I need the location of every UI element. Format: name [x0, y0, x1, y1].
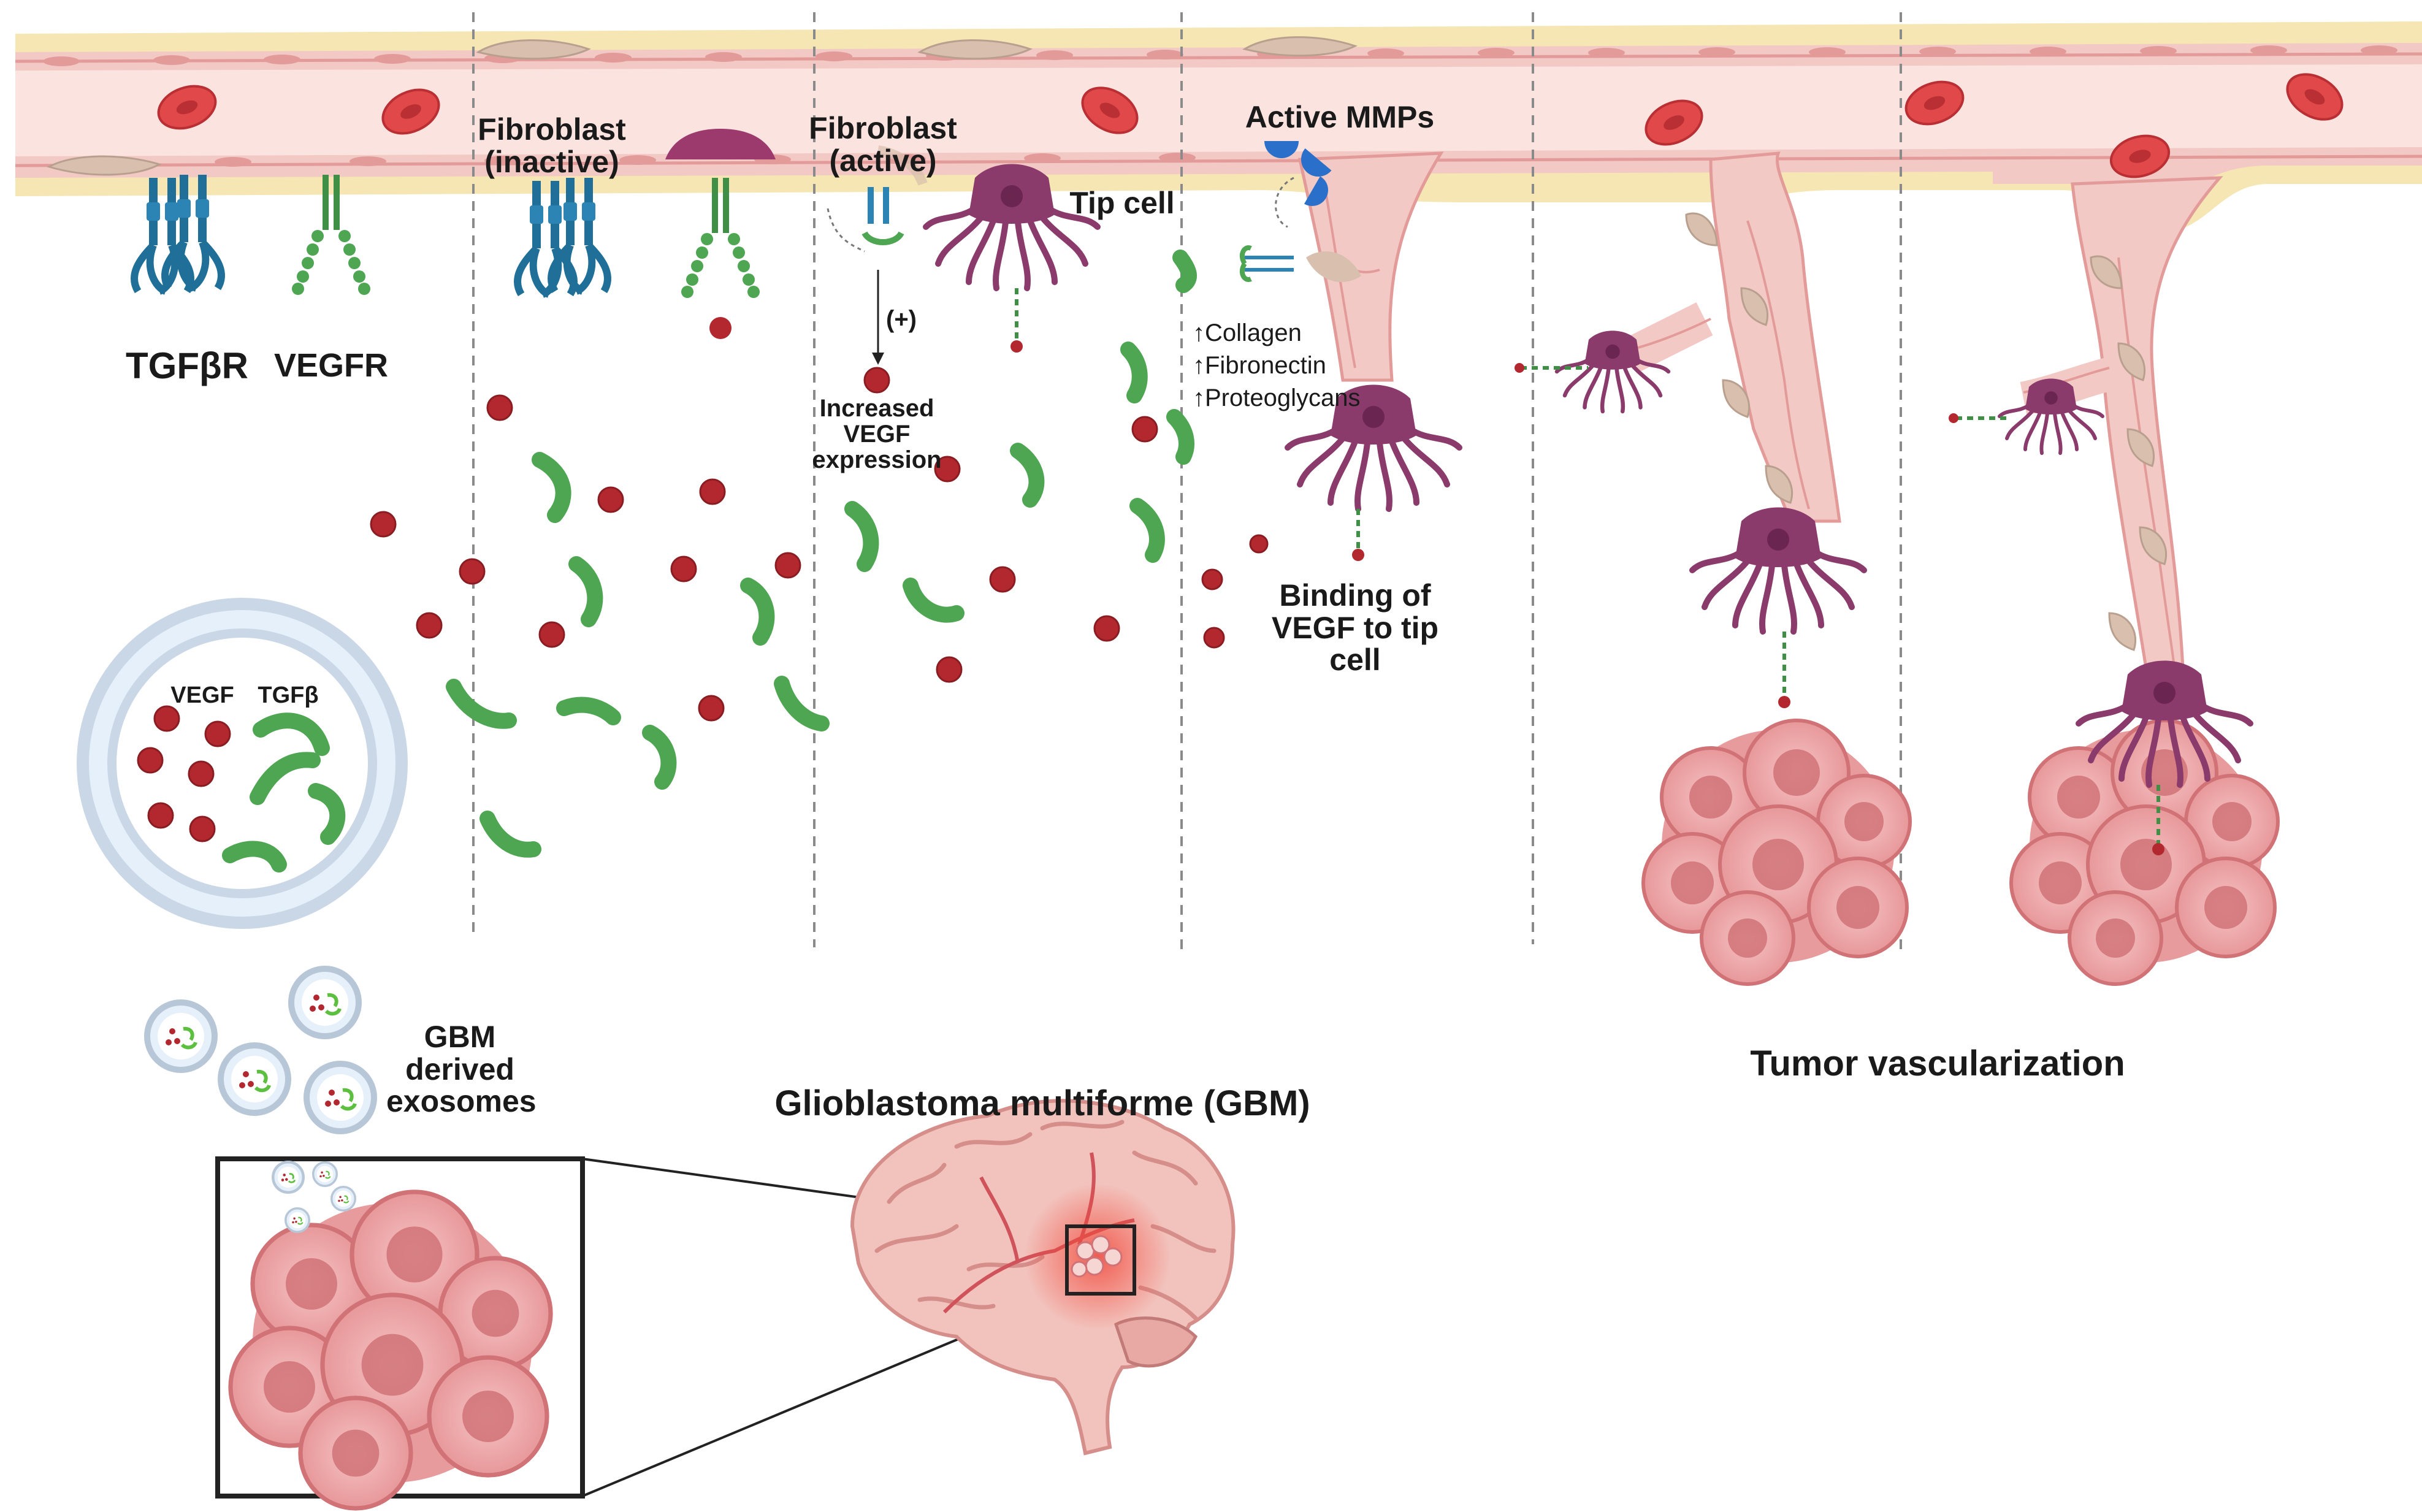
tgfbr-receptor-stage2 — [518, 178, 608, 294]
tumor-inset — [215, 1156, 585, 1508]
tgfbr-label: TGFβR — [126, 345, 248, 386]
collagen-label: ↑Collagen — [1193, 319, 1302, 346]
plus-label: (+) — [886, 306, 917, 333]
vessel-branch-stage5 — [1515, 151, 1910, 984]
increased-vegf-label: Increased VEGF expression — [812, 395, 942, 473]
blood-vessel — [15, 21, 2422, 233]
proteoglycans-label: ↑Proteoglycans — [1193, 384, 1361, 411]
vegf-molecules — [370, 367, 1269, 722]
fibroblast-inactive-label: Fibroblast (inactive) — [478, 112, 626, 179]
binding-label: Binding of VEGF to tip cell — [1271, 578, 1439, 677]
vegfr-label: VEGFR — [273, 347, 389, 384]
vegfr-receptor-stage2 — [665, 129, 776, 339]
active-mmps-label: Active MMPs — [1245, 100, 1435, 134]
tgfb-molecules — [446, 250, 1197, 858]
vegf-label: VEGF — [170, 682, 234, 708]
tumor-vascularization-label: Tumor vascularization — [1750, 1044, 2125, 1083]
tgfb-label: TGFβ — [258, 682, 319, 708]
gbm-title: Glioblastoma multiforme (GBM) — [774, 1083, 1310, 1123]
sprouting-vessel — [1239, 141, 1459, 561]
brain-illustration — [850, 1099, 1236, 1456]
small-exosomes — [147, 969, 374, 1131]
vessel-branch-stage6 — [1949, 176, 2278, 984]
fibroblast-receptor-stage3 — [827, 145, 928, 365]
fibronectin-label: ↑Fibronectin — [1193, 352, 1326, 379]
large-exosome — [77, 598, 408, 929]
tip-cell-label: Tip cell — [1069, 186, 1175, 220]
tip-cell — [926, 164, 1098, 353]
gbm-exosomes-label: GBM derived exosomes — [386, 1020, 537, 1118]
fibroblast-active-label: Fibroblast (active) — [809, 111, 957, 178]
